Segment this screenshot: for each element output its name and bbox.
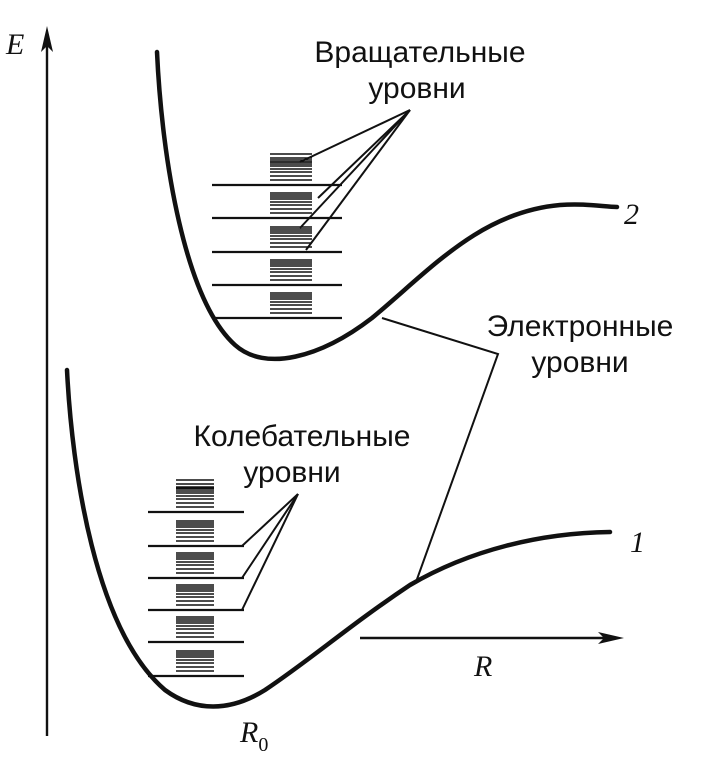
electronic-label-line2: уровни: [531, 346, 628, 379]
energy-axis: [41, 26, 53, 736]
equilibrium-label: R0: [239, 716, 268, 756]
rotational-label-line1: Вращательные: [314, 36, 525, 69]
vibrational-label-line1: Колебательные: [194, 420, 411, 453]
electronic-label-line1: Электронные: [487, 310, 674, 343]
distance-axis: [360, 632, 624, 644]
energy-axis-arrow: [41, 26, 53, 52]
upper-vibrational-levels: [212, 153, 342, 320]
potential-curve-2: [154, 49, 620, 362]
curve-2-number: 2: [624, 198, 639, 231]
rotational-label-line2: уровни: [368, 72, 465, 105]
electronic-pointer-lines: [381, 317, 500, 583]
potential-curve-1: [64, 367, 613, 709]
energy-axis-label: E: [5, 28, 24, 61]
curve-1-number: 1: [630, 526, 645, 559]
vibrational-pointer-lines: [241, 493, 299, 611]
distance-axis-arrow: [598, 632, 624, 644]
rotational-pointer-lines: [299, 109, 411, 251]
vibrational-label-line2: уровни: [243, 456, 340, 489]
distance-axis-label: R: [473, 650, 492, 683]
lower-vibrational-levels: [148, 479, 244, 678]
